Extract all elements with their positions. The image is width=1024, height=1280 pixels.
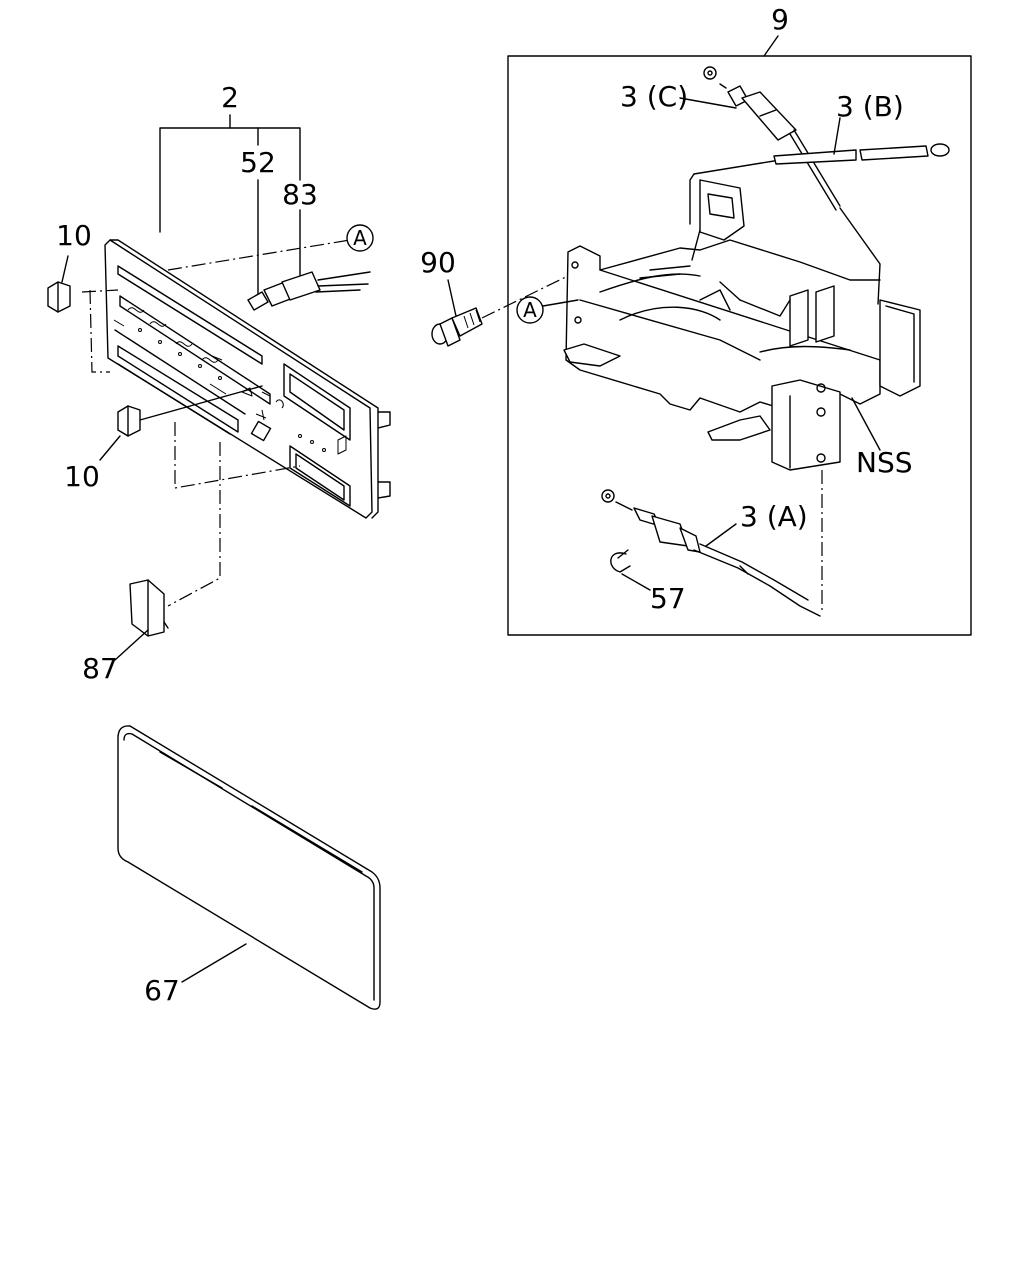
knob-part-10-upper	[47, 255, 71, 313]
label-3c: 3 (C)	[620, 80, 688, 113]
cable-part-3b	[689, 117, 950, 225]
control-panel	[81, 114, 391, 607]
control-frame-assembly	[563, 179, 921, 610]
knob-part-10-lower	[99, 385, 263, 461]
label-87: 87	[82, 652, 118, 685]
plate-part-67	[117, 725, 381, 1010]
bolt-part-90	[431, 269, 581, 347]
ref-circle-a-left: A	[346, 224, 374, 252]
ref-circle-a-right: A	[516, 296, 579, 324]
label-9: 9	[771, 3, 789, 36]
label-2: 2	[221, 81, 239, 114]
nss-leader	[851, 397, 881, 451]
assembly-box	[507, 35, 972, 636]
ref-a-right-text: A	[523, 298, 537, 322]
cap-part-87	[114, 579, 169, 661]
ref-a-left-text: A	[353, 226, 367, 250]
label-3a: 3 (A)	[740, 500, 808, 533]
cable-part-3a	[601, 489, 821, 617]
label-10-upper: 10	[56, 219, 92, 252]
label-90: 90	[420, 246, 456, 279]
label-3b: 3 (B)	[836, 90, 904, 123]
label-67: 67	[144, 974, 180, 1007]
label-10-lower: 10	[64, 460, 100, 493]
label-nss: NSS	[856, 446, 913, 479]
label-57: 57	[650, 582, 686, 615]
cable-part-3c	[679, 66, 881, 305]
label-52: 52	[240, 146, 276, 179]
clip-part-57	[610, 549, 651, 591]
label-83: 83	[282, 178, 318, 211]
